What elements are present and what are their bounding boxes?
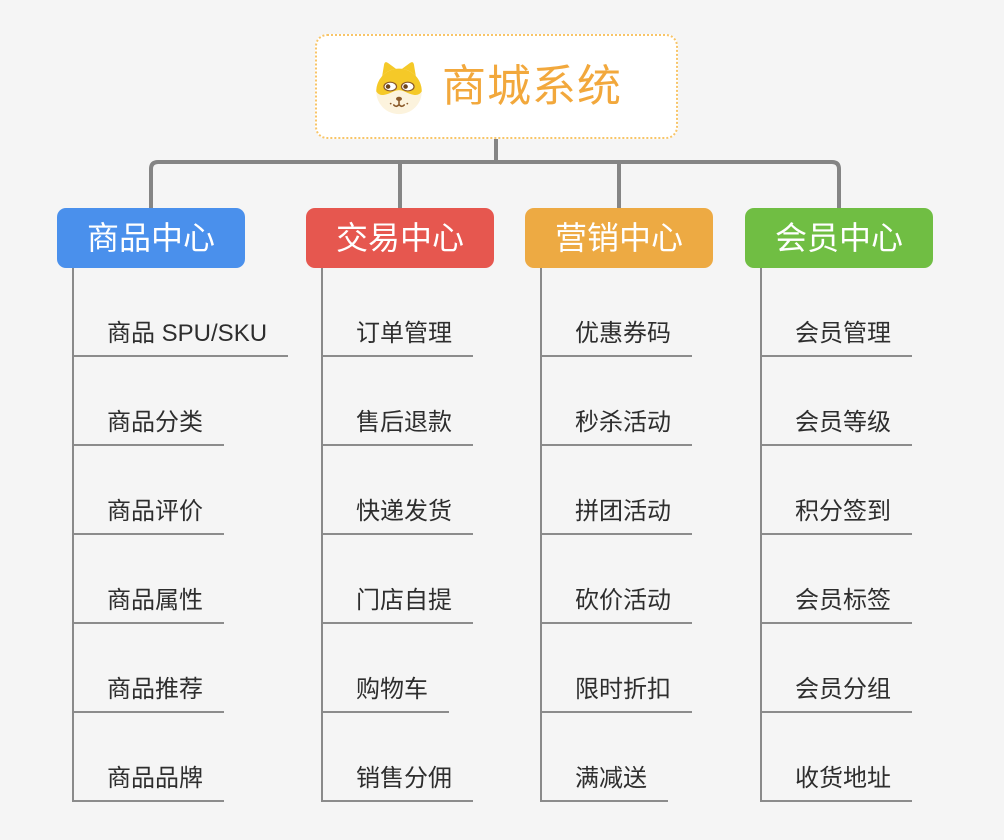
child-topic[interactable]: 商品评价 — [74, 446, 224, 535]
child-topic[interactable]: 订单管理 — [323, 268, 473, 357]
branch-children-column-trade: 订单管理 售后退款 快递发货 门店自提 购物车 销售分佣 — [321, 268, 473, 802]
child-topic[interactable]: 秒杀活动 — [542, 357, 692, 446]
child-topic[interactable]: 商品 SPU/SKU — [74, 268, 289, 357]
child-topic[interactable]: 购物车 — [323, 624, 449, 713]
branch-node-member-center[interactable]: 会员中心 — [745, 208, 933, 268]
child-topic[interactable]: 限时折扣 — [542, 624, 692, 713]
branch-label: 商品中心 — [86, 220, 215, 256]
root-title: 商城系统 — [442, 61, 622, 111]
branch-label: 营销中心 — [554, 220, 683, 256]
branch-label: 会员中心 — [774, 220, 903, 256]
child-topic[interactable]: 商品品牌 — [74, 713, 224, 802]
child-topic[interactable]: 商品推荐 — [74, 624, 224, 713]
shiba-dog-icon — [376, 61, 422, 114]
child-topic[interactable]: 拼团活动 — [542, 446, 692, 535]
child-topic[interactable]: 满减送 — [542, 713, 668, 802]
branch-node-trade-center[interactable]: 交易中心 — [306, 208, 494, 268]
child-topic[interactable]: 门店自提 — [323, 535, 473, 624]
child-topic[interactable]: 砍价活动 — [542, 535, 692, 624]
branch-label: 交易中心 — [335, 220, 464, 256]
branch-children-column-marketing: 优惠券码 秒杀活动 拼团活动 砍价活动 限时折扣 满减送 — [540, 268, 692, 802]
child-topic[interactable]: 快递发货 — [323, 446, 473, 535]
child-topic[interactable]: 收货地址 — [762, 713, 912, 802]
branch-children-column-product: 商品 SPU/SKU 商品分类 商品评价 商品属性 商品推荐 商品品牌 — [72, 268, 289, 802]
child-topic[interactable]: 商品属性 — [74, 535, 224, 624]
branch-children-column-member: 会员管理 会员等级 积分签到 会员标签 会员分组 收货地址 — [760, 268, 912, 802]
root-node[interactable]: 商城系统 — [315, 34, 678, 139]
child-topic[interactable]: 售后退款 — [323, 357, 473, 446]
child-topic[interactable]: 会员管理 — [762, 268, 912, 357]
child-topic[interactable]: 优惠券码 — [542, 268, 692, 357]
child-topic[interactable]: 会员等级 — [762, 357, 912, 446]
child-topic[interactable]: 积分签到 — [762, 446, 912, 535]
child-topic[interactable]: 会员分组 — [762, 624, 912, 713]
child-topic[interactable]: 销售分佣 — [323, 713, 473, 802]
child-topic[interactable]: 会员标签 — [762, 535, 912, 624]
branch-node-product-center[interactable]: 商品中心 — [57, 208, 245, 268]
child-topic[interactable]: 商品分类 — [74, 357, 224, 446]
branch-node-marketing-center[interactable]: 营销中心 — [525, 208, 713, 268]
